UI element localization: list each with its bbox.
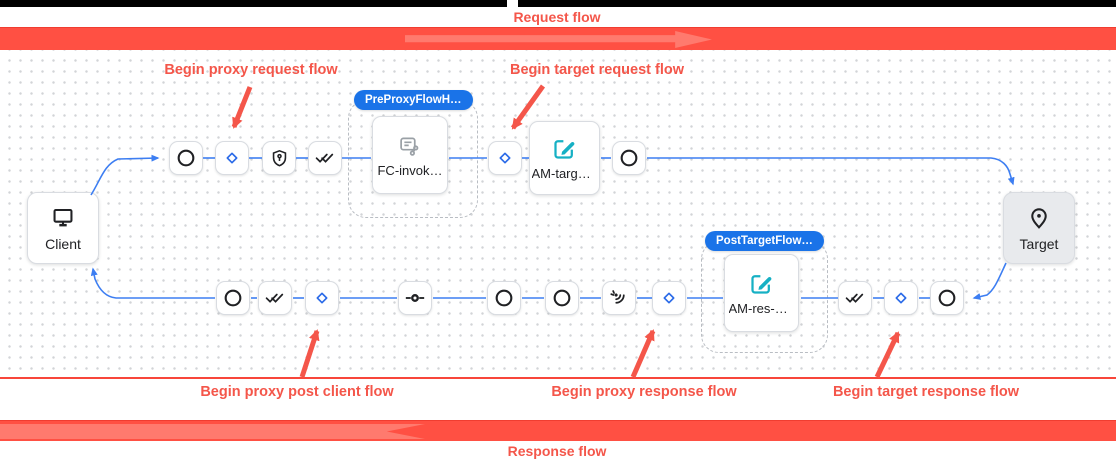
- response-step-circle-4[interactable]: [930, 281, 964, 315]
- begin-proxy-post-client-label: Begin proxy post client flow: [200, 384, 394, 400]
- client-node[interactable]: Client: [27, 192, 99, 264]
- response-direction-arrow: [0, 424, 425, 439]
- diamond-icon: [496, 149, 514, 167]
- response-step-circle-2[interactable]: [487, 281, 521, 315]
- flow-callout-icon: [397, 133, 423, 159]
- circle-icon: [175, 147, 197, 169]
- request-step-double-check[interactable]: [308, 141, 342, 175]
- target-label: Target: [1019, 235, 1059, 252]
- double-check-icon: [314, 147, 336, 169]
- request-step-verify-api-key[interactable]: [262, 141, 296, 175]
- request-flow-label: Request flow: [513, 9, 601, 25]
- begin-target-response-label: Begin target response flow: [832, 384, 1020, 400]
- assign-message-target-card[interactable]: AM-targe…: [529, 121, 600, 195]
- pre-proxy-flowhook-badge[interactable]: PreProxyFlowH…: [354, 90, 473, 110]
- diamond-icon: [660, 289, 678, 307]
- policy-label: AM-res-h…: [728, 301, 795, 316]
- begin-proxy-response-label: Begin proxy response flow: [551, 384, 737, 400]
- request-step-circle-end[interactable]: [612, 141, 646, 175]
- response-step-circle-3[interactable]: [545, 281, 579, 315]
- response-step-circle[interactable]: [216, 281, 250, 315]
- wire-node-icon: [404, 287, 426, 309]
- response-step-wire-node[interactable]: [398, 281, 432, 315]
- edit-square-icon: [748, 270, 775, 297]
- begin-target-request-label: Begin target request flow: [509, 62, 685, 78]
- signal-waves-icon: [608, 287, 630, 309]
- request-step-target-flow-start[interactable]: [488, 141, 522, 175]
- circle-icon: [551, 287, 573, 309]
- response-flow-bar: [0, 420, 1116, 441]
- response-step-signal[interactable]: [602, 281, 636, 315]
- policy-label: FC-invok…: [377, 162, 443, 178]
- flow-callout-policy-card[interactable]: FC-invok…: [372, 116, 455, 201]
- top-black-bar: [0, 0, 1116, 7]
- location-pin-icon: [1026, 205, 1052, 231]
- policy-label: AM-targe…: [531, 166, 598, 181]
- request-flow-bar: [0, 27, 1116, 50]
- client-label: Client: [45, 235, 81, 252]
- circle-icon: [936, 287, 958, 309]
- canvas-bottom-border: [0, 377, 1116, 379]
- monitor-icon: [50, 205, 76, 231]
- response-step-proxy-response-start[interactable]: [652, 281, 686, 315]
- response-step-target-response-start[interactable]: [884, 281, 918, 315]
- target-node[interactable]: Target: [1003, 192, 1075, 264]
- top-black-bar-gap: [507, 0, 518, 7]
- shield-key-icon: [269, 148, 290, 169]
- double-check-icon: [264, 287, 286, 309]
- begin-proxy-request-label: Begin proxy request flow: [164, 62, 338, 78]
- circle-icon: [222, 287, 244, 309]
- request-direction-arrow: [405, 31, 712, 48]
- response-step-post-client-start[interactable]: [305, 281, 339, 315]
- circle-icon: [493, 287, 515, 309]
- response-step-double-check[interactable]: [258, 281, 292, 315]
- response-flow-label: Response flow: [507, 443, 607, 459]
- request-step-circle[interactable]: [169, 141, 203, 175]
- request-step-proxy-flow-start[interactable]: [215, 141, 249, 175]
- double-check-icon: [844, 287, 866, 309]
- flow-canvas[interactable]: [0, 50, 1116, 377]
- edit-square-icon: [551, 135, 578, 162]
- diamond-icon: [223, 149, 241, 167]
- assign-message-response-card[interactable]: AM-res-h…: [724, 254, 806, 339]
- circle-icon: [618, 147, 640, 169]
- diamond-icon: [313, 289, 331, 307]
- response-step-double-check-2[interactable]: [838, 281, 872, 315]
- post-target-flowhook-badge[interactable]: PostTargetFlow…: [705, 231, 824, 251]
- diamond-icon: [892, 289, 910, 307]
